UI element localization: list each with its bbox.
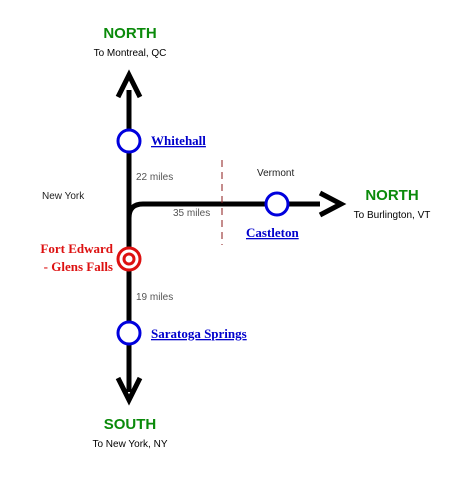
south-subtitle: To New York, NY bbox=[92, 439, 167, 450]
castleton-station-icon[interactable] bbox=[264, 191, 290, 217]
south-heading: SOUTH bbox=[104, 416, 157, 433]
whitehall-distance: 22 miles bbox=[136, 172, 173, 183]
east-subtitle: To Burlington, VT bbox=[354, 210, 431, 221]
east-arrow-icon bbox=[318, 190, 347, 218]
north-arrow-icon bbox=[115, 69, 143, 99]
region-new-york: New York bbox=[42, 191, 85, 202]
north-heading: NORTH bbox=[103, 25, 156, 42]
region-vermont: Vermont bbox=[257, 168, 294, 179]
current-station-target-icon bbox=[116, 246, 142, 272]
saratoga-distance: 19 miles bbox=[136, 292, 173, 303]
whitehall-station-icon[interactable] bbox=[116, 128, 142, 154]
current-station-line1: Fort Edward bbox=[40, 241, 113, 256]
current-station-line2: - Glens Falls bbox=[44, 259, 113, 274]
whitehall-link[interactable]: Whitehall bbox=[151, 133, 206, 148]
saratoga-link[interactable]: Saratoga Springs bbox=[151, 326, 247, 341]
branch-line bbox=[126, 201, 320, 219]
north-subtitle: To Montreal, QC bbox=[94, 48, 167, 59]
south-arrow-icon bbox=[115, 376, 143, 406]
saratoga-station-icon[interactable] bbox=[116, 320, 142, 346]
castleton-distance: 35 miles bbox=[173, 208, 210, 219]
castleton-link[interactable]: Castleton bbox=[246, 225, 299, 240]
east-heading: NORTH bbox=[365, 187, 418, 204]
